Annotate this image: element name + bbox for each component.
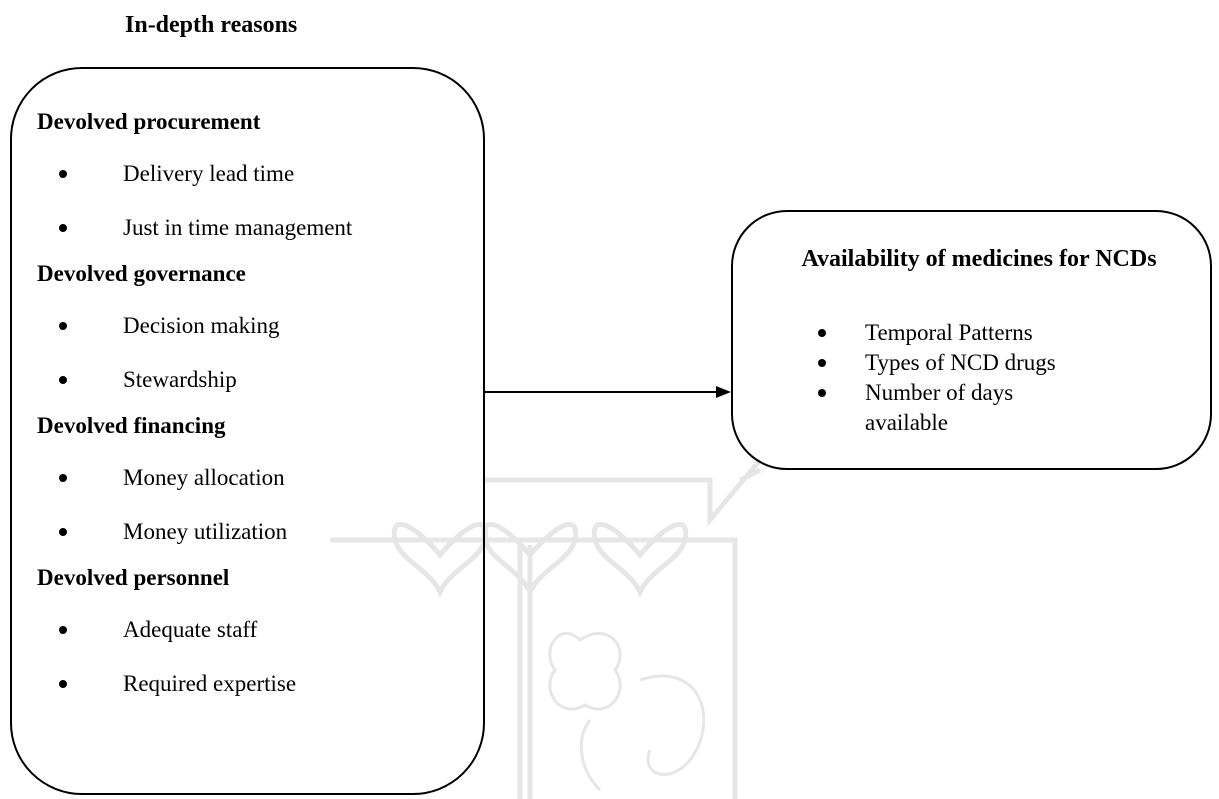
list-item: Stewardship: [37, 353, 473, 407]
bullet-icon: [59, 224, 67, 232]
list-item: Money allocation: [37, 451, 473, 505]
arrow-head-icon: [716, 386, 731, 398]
list-item-label: Delivery lead time: [123, 161, 295, 186]
bullet-icon: [818, 359, 826, 367]
availability-box: Availability of medicines for NCDs Tempo…: [731, 210, 1212, 470]
bullet-icon: [818, 329, 826, 337]
group-title: Devolved governance: [37, 261, 246, 286]
group-title: Devolved procurement: [37, 109, 261, 134]
list-item-label: Adequate staff: [123, 617, 258, 642]
bullet-icon: [59, 626, 67, 634]
bullet-icon: [59, 170, 67, 178]
list-item: Just in time management: [37, 201, 473, 255]
list-item: Delivery lead time: [37, 147, 473, 201]
diagram-heading: In-depth reasons: [125, 12, 298, 38]
list-item-label: Stewardship: [123, 367, 237, 392]
bullet-icon: [818, 389, 826, 397]
list-item-label: Types of NCD drugs: [865, 350, 1056, 375]
list-item: Money utilization: [37, 505, 473, 559]
list-item: Temporal Patterns: [813, 318, 1095, 348]
list-item-label: Temporal Patterns: [865, 320, 1033, 345]
list-item-label: Money utilization: [123, 519, 288, 544]
list-item: Decision making: [37, 299, 473, 353]
list-item-label: Just in time management: [123, 215, 353, 240]
group-title: Devolved personnel: [37, 565, 230, 590]
list-item: Required expertise: [37, 657, 473, 711]
list-item-label: Number of days available: [865, 380, 1014, 435]
list-item: Types of NCD drugs: [813, 348, 1095, 378]
group-title: Devolved financing: [37, 413, 226, 438]
bullet-icon: [59, 376, 67, 384]
list-item-label: Required expertise: [123, 671, 297, 696]
list-item: Adequate staff: [37, 603, 473, 657]
bullet-icon: [59, 528, 67, 536]
list-item-label: Money allocation: [123, 465, 285, 490]
list-item-label: Decision making: [123, 313, 280, 338]
bullet-icon: [59, 680, 67, 688]
availability-title: Availability of medicines for NCDs: [801, 246, 1157, 272]
list-item: Number of days available: [813, 378, 1095, 438]
bullet-icon: [59, 474, 67, 482]
bullet-icon: [59, 322, 67, 330]
